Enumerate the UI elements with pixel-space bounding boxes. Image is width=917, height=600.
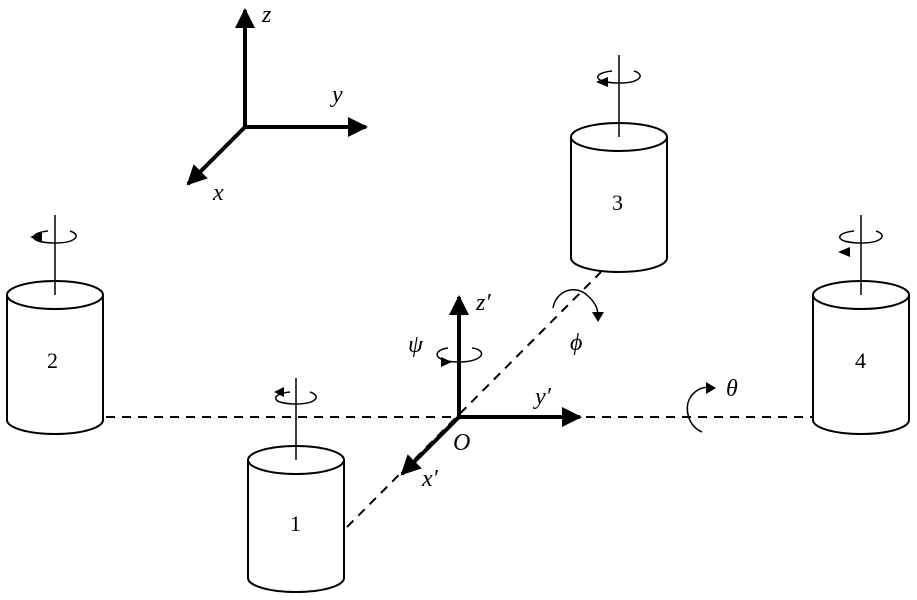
roll-label: ϕ <box>570 330 582 356</box>
pitch-rotation-arrow <box>687 387 712 432</box>
world-frame: z y x <box>188 2 366 206</box>
rotor-3: 3 <box>571 55 667 272</box>
rotor-4-label: 4 <box>855 348 866 373</box>
pitch-indicator: θ <box>687 376 738 432</box>
world-y-label: y <box>330 82 343 108</box>
world-x-axis <box>188 127 245 184</box>
arm-1-to-3 <box>347 272 601 527</box>
yaw-label: ψ <box>408 332 424 358</box>
body-z-label: z′ <box>475 290 491 316</box>
pitch-label: θ <box>726 376 738 402</box>
roll-rotation-arrow <box>553 290 598 318</box>
rotor-3-label: 3 <box>612 190 623 215</box>
origin-label: O <box>453 430 470 456</box>
roll-arrowhead <box>592 312 604 322</box>
rotor-4-spin-arrowhead <box>838 247 850 257</box>
rotor-2-label: 2 <box>47 348 58 373</box>
rotor-4: 4 <box>813 215 909 434</box>
world-x-label: x <box>212 180 224 206</box>
world-z-label: z <box>261 2 272 28</box>
rotor-2: 2 <box>7 215 103 434</box>
body-x-label: x′ <box>421 466 439 492</box>
pitch-arrowhead <box>706 382 716 394</box>
roll-indicator: ϕ <box>553 290 604 356</box>
yaw-arrowhead <box>441 357 452 367</box>
body-y-label: y′ <box>533 384 552 410</box>
rotor-1-spin-arrowhead <box>274 387 284 397</box>
rotor-1-label: 1 <box>290 511 301 536</box>
rotor-1: 1 <box>248 378 344 592</box>
